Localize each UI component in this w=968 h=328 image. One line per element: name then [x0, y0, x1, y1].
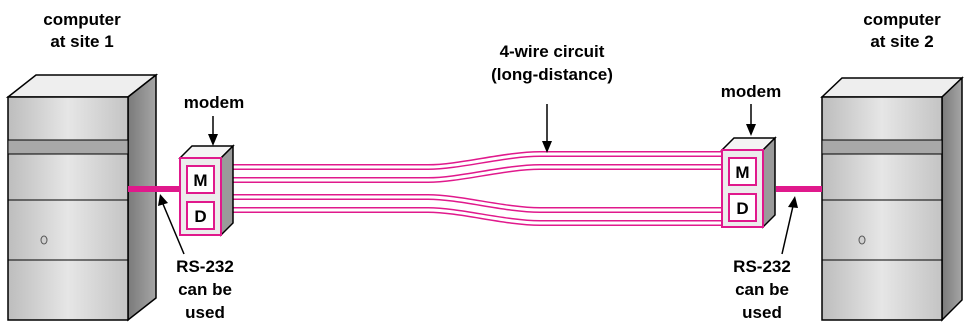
modem-m-box	[186, 165, 215, 194]
circuit-label-line1: 4-wire circuit	[500, 42, 605, 61]
arrows	[158, 104, 798, 255]
modem-d-box	[728, 193, 757, 222]
modem-right: M D	[720, 136, 777, 229]
modem-d-label: D	[194, 207, 206, 226]
rs232-left-label-line2: can be	[178, 280, 232, 299]
rs232-right-label-line1: RS-232	[733, 257, 791, 276]
modem-right-label: modem	[721, 82, 781, 101]
power-button-icon	[858, 235, 866, 245]
rs232-right-label-line2: can be	[735, 280, 789, 299]
power-button-icon	[40, 235, 48, 245]
computer-site-1-label-line1: computer	[43, 10, 121, 29]
computer-site-1	[5, 73, 159, 322]
rs232-left-label-line3: used	[185, 303, 225, 322]
arrow-modem-right-icon	[746, 124, 756, 136]
modem-d-label: D	[736, 199, 748, 218]
computer-site-2-label-line2: at site 2	[870, 32, 933, 51]
arrow-rs232-right-icon	[788, 196, 798, 208]
arrow-modem-left-icon	[208, 134, 218, 146]
modem-m-box	[728, 157, 757, 186]
computer-site-1-label-line2: at site 1	[50, 32, 113, 51]
computer-site-2	[820, 76, 964, 322]
computer-site-2-label-line1: computer	[863, 10, 941, 29]
rs232-cable-right	[776, 186, 822, 192]
circuit-label-line2: (long-distance)	[491, 65, 613, 84]
modem-m-label: M	[193, 171, 207, 190]
four-wire-circuit	[232, 151, 722, 226]
modem-left-label: modem	[184, 93, 244, 112]
modem-m-label: M	[735, 163, 749, 182]
modem-left: M D	[178, 144, 235, 237]
rs232-left-label-line1: RS-232	[176, 257, 234, 276]
rs232-cable-left	[128, 186, 180, 192]
labels: computer at site 1 computer at site 2 mo…	[43, 10, 941, 322]
modem-d-box	[186, 201, 215, 230]
rs232-right-label-line3: used	[742, 303, 782, 322]
arrow-circuit-icon	[542, 141, 552, 153]
arrow-rs232-left-icon	[158, 194, 168, 206]
